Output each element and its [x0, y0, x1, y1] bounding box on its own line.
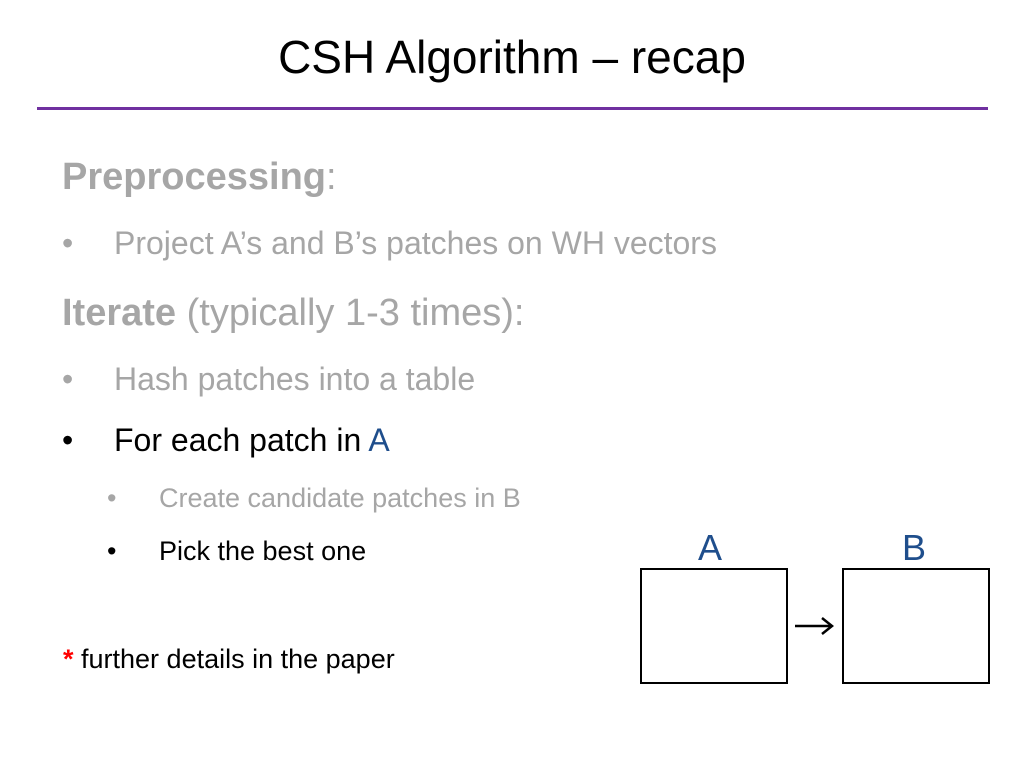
bullet-hash: • Hash patches into a table	[62, 361, 475, 398]
patch-box-b	[842, 568, 990, 684]
sub-bullet-create: • Create candidate patches in B	[107, 483, 521, 514]
sub-bullet-dot: •	[107, 536, 117, 566]
bullet-dot: •	[62, 361, 74, 397]
footnote: * further details in the paper	[63, 644, 395, 675]
sub-bullet-create-text: Create candidate patches in B	[159, 483, 521, 513]
patch-a-highlight: A	[368, 422, 390, 458]
bullet-for-each: • For each patch in A	[62, 422, 390, 459]
box-b-label: B	[902, 527, 927, 568]
box-a-label: A	[698, 527, 723, 568]
bullet-for-each-text: For each patch in	[114, 422, 369, 458]
right-arrow-icon	[795, 617, 835, 635]
bullet-hash-text: Hash patches into a table	[114, 361, 476, 397]
slide-title: CSH Algorithm – recap	[278, 31, 746, 83]
footnote-text: further details in the paper	[73, 644, 395, 674]
iterate-rest: (typically 1-3 times):	[176, 292, 525, 334]
bullet-dot: •	[62, 225, 74, 261]
preprocessing-label: Preprocessing	[62, 156, 326, 198]
footnote-asterisk: *	[63, 644, 74, 674]
iterate-label: Iterate	[62, 292, 177, 334]
preprocessing-colon: :	[326, 156, 337, 198]
bullet-project: • Project A’s and B’s patches on WH vecto…	[62, 225, 717, 262]
patch-box-a	[640, 568, 788, 684]
sub-bullet-pick-text: Pick the best one	[159, 536, 367, 566]
title-divider	[37, 107, 988, 110]
sub-bullet-dot: •	[107, 483, 117, 513]
bullet-project-text: Project A’s and B’s patches on WH vector…	[114, 225, 717, 261]
bullet-dot: •	[62, 422, 74, 458]
preprocessing-heading: Preprocessing:	[62, 156, 337, 199]
sub-bullet-pick: • Pick the best one	[107, 536, 366, 567]
iterate-heading: Iterate (typically 1-3 times):	[62, 292, 524, 335]
